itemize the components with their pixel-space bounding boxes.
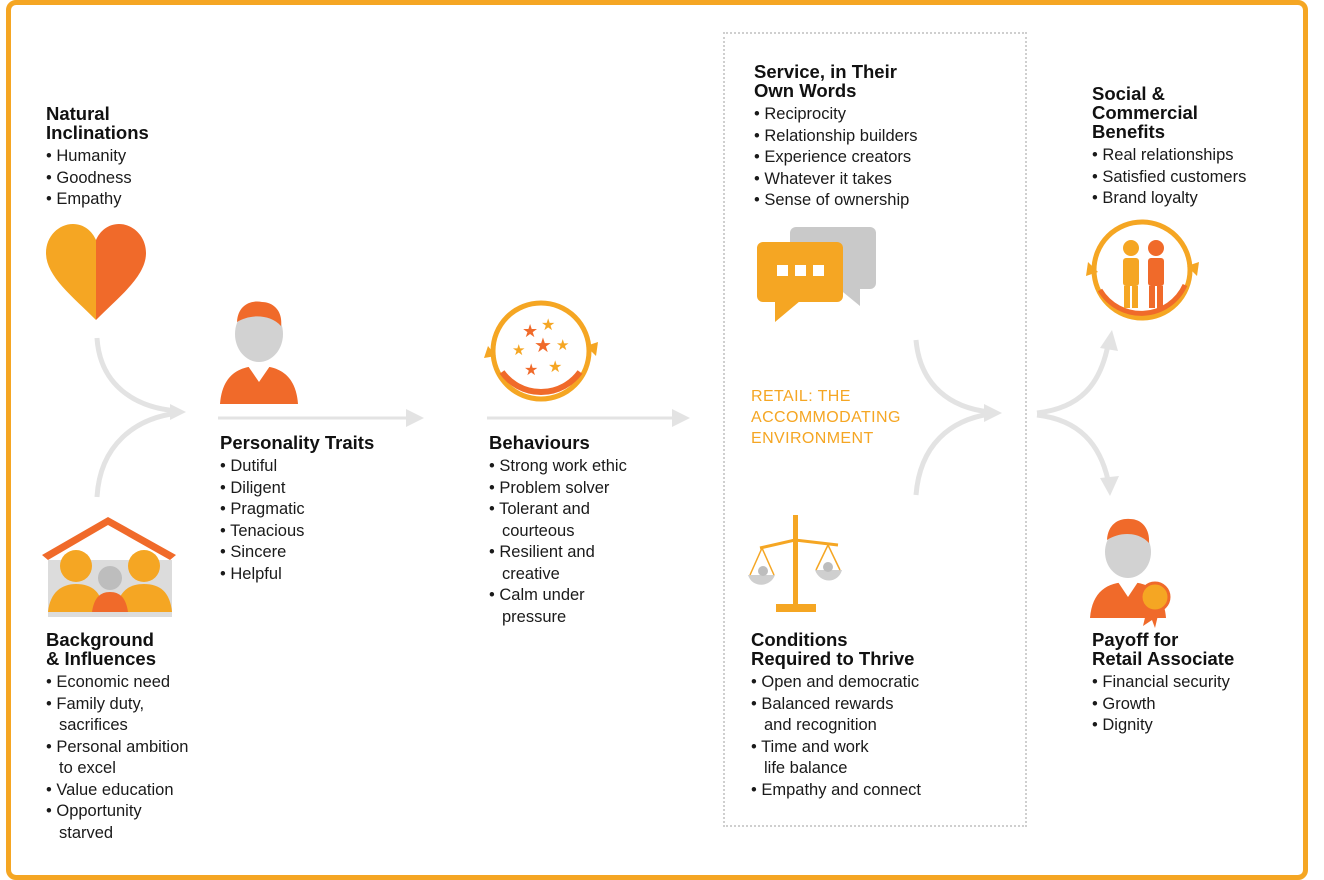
payoff-retail-associate: Payoff for Retail Associate Financial se… bbox=[1092, 630, 1302, 737]
background-item: Family duty, sacrifices bbox=[46, 694, 246, 737]
environment-box bbox=[723, 32, 1027, 827]
service-item: Reciprocity bbox=[754, 104, 1014, 126]
social-title: Social & Commercial Benefits bbox=[1092, 83, 1198, 142]
personality-item: Dutiful bbox=[220, 456, 430, 478]
svg-text:★: ★ bbox=[548, 359, 562, 376]
background-item: Value education bbox=[46, 780, 246, 802]
conditions-item: Open and democratic bbox=[751, 672, 1016, 694]
behaviours-item: Tolerant and courteous bbox=[489, 499, 689, 542]
conditions-item: Time and work life balance bbox=[751, 737, 1016, 780]
person-icon bbox=[220, 301, 298, 404]
behaviours: Behaviours Strong work ethic Problem sol… bbox=[489, 433, 689, 628]
background-item: Economic need bbox=[46, 672, 246, 694]
personality-item: Pragmatic bbox=[220, 499, 430, 521]
heart-icon bbox=[46, 224, 146, 320]
personality-item: Sincere bbox=[220, 542, 430, 564]
family-house-icon bbox=[42, 517, 176, 617]
diverge-arrows bbox=[1036, 330, 1119, 496]
natural-item: Goodness bbox=[46, 168, 216, 190]
social-item: Real relationships bbox=[1092, 145, 1302, 167]
people-cycle-icon bbox=[1086, 219, 1199, 321]
social-item: Satisfied customers bbox=[1092, 167, 1302, 189]
natural-title: Natural Inclinations bbox=[46, 103, 149, 143]
svg-text:★: ★ bbox=[522, 321, 538, 341]
service-item: Experience creators bbox=[754, 147, 1014, 169]
flow-arrows bbox=[218, 409, 690, 427]
personality-item: Helpful bbox=[220, 564, 430, 586]
svg-text:★: ★ bbox=[541, 317, 555, 334]
service-item: Relationship builders bbox=[754, 126, 1014, 148]
service-item: Sense of ownership bbox=[754, 190, 1014, 212]
behaviours-item: Calm under pressure bbox=[489, 585, 689, 628]
conditions-item: Empathy and connect bbox=[751, 780, 1016, 802]
payoff-item: Growth bbox=[1092, 694, 1302, 716]
behaviours-item: Strong work ethic bbox=[489, 456, 689, 478]
payoff-title: Payoff for Retail Associate bbox=[1092, 629, 1235, 669]
natural-inclinations: Natural Inclinations Humanity Goodness E… bbox=[46, 104, 216, 211]
service-item: Whatever it takes bbox=[754, 169, 1014, 191]
payoff-item: Financial security bbox=[1092, 672, 1302, 694]
service-title: Service, in Their Own Words bbox=[754, 61, 897, 101]
environment-label: RETAIL: THE ACCOMMODATING ENVIRONMENT bbox=[751, 388, 901, 447]
svg-text:★: ★ bbox=[524, 362, 538, 379]
background-influences: Background & Influences Economic need Fa… bbox=[46, 630, 246, 844]
behaviours-item: Problem solver bbox=[489, 478, 689, 500]
natural-item: Empathy bbox=[46, 189, 216, 211]
svg-text:★: ★ bbox=[534, 335, 552, 357]
svg-text:★: ★ bbox=[556, 337, 569, 354]
person-award-icon bbox=[1090, 518, 1171, 628]
background-title: Background & Influences bbox=[46, 629, 156, 669]
balance-scale-icon bbox=[748, 515, 842, 612]
payoff-item: Dignity bbox=[1092, 715, 1302, 737]
speech-bubbles-icon bbox=[757, 227, 876, 322]
conditions-to-thrive: Conditions Required to Thrive Open and d… bbox=[751, 630, 1016, 801]
merge-arrows bbox=[94, 337, 186, 498]
svg-text:★: ★ bbox=[512, 342, 525, 359]
natural-item: Humanity bbox=[46, 146, 216, 168]
social-commercial-benefits: Social & Commercial Benefits Real relati… bbox=[1092, 84, 1302, 210]
personality-item: Diligent bbox=[220, 478, 430, 500]
personality-traits: Personality Traits Dutiful Diligent Prag… bbox=[220, 433, 430, 585]
converge-arrows bbox=[913, 339, 1002, 496]
stars-cycle-icon: ★ ★ ★ ★ ★ ★ ★ bbox=[484, 300, 598, 402]
conditions-title: Conditions Required to Thrive bbox=[751, 629, 915, 669]
background-item: Opportunity starved bbox=[46, 801, 246, 844]
behaviours-item: Resilient and creative bbox=[489, 542, 689, 585]
service-own-words: Service, in Their Own Words Reciprocity … bbox=[754, 62, 1014, 212]
personality-item: Tenacious bbox=[220, 521, 430, 543]
conditions-item: Balanced rewards and recognition bbox=[751, 694, 1016, 737]
background-item: Personal ambition to excel bbox=[46, 737, 246, 780]
behaviours-title: Behaviours bbox=[489, 432, 590, 453]
personality-title: Personality Traits bbox=[220, 432, 375, 453]
social-item: Brand loyalty bbox=[1092, 188, 1302, 210]
